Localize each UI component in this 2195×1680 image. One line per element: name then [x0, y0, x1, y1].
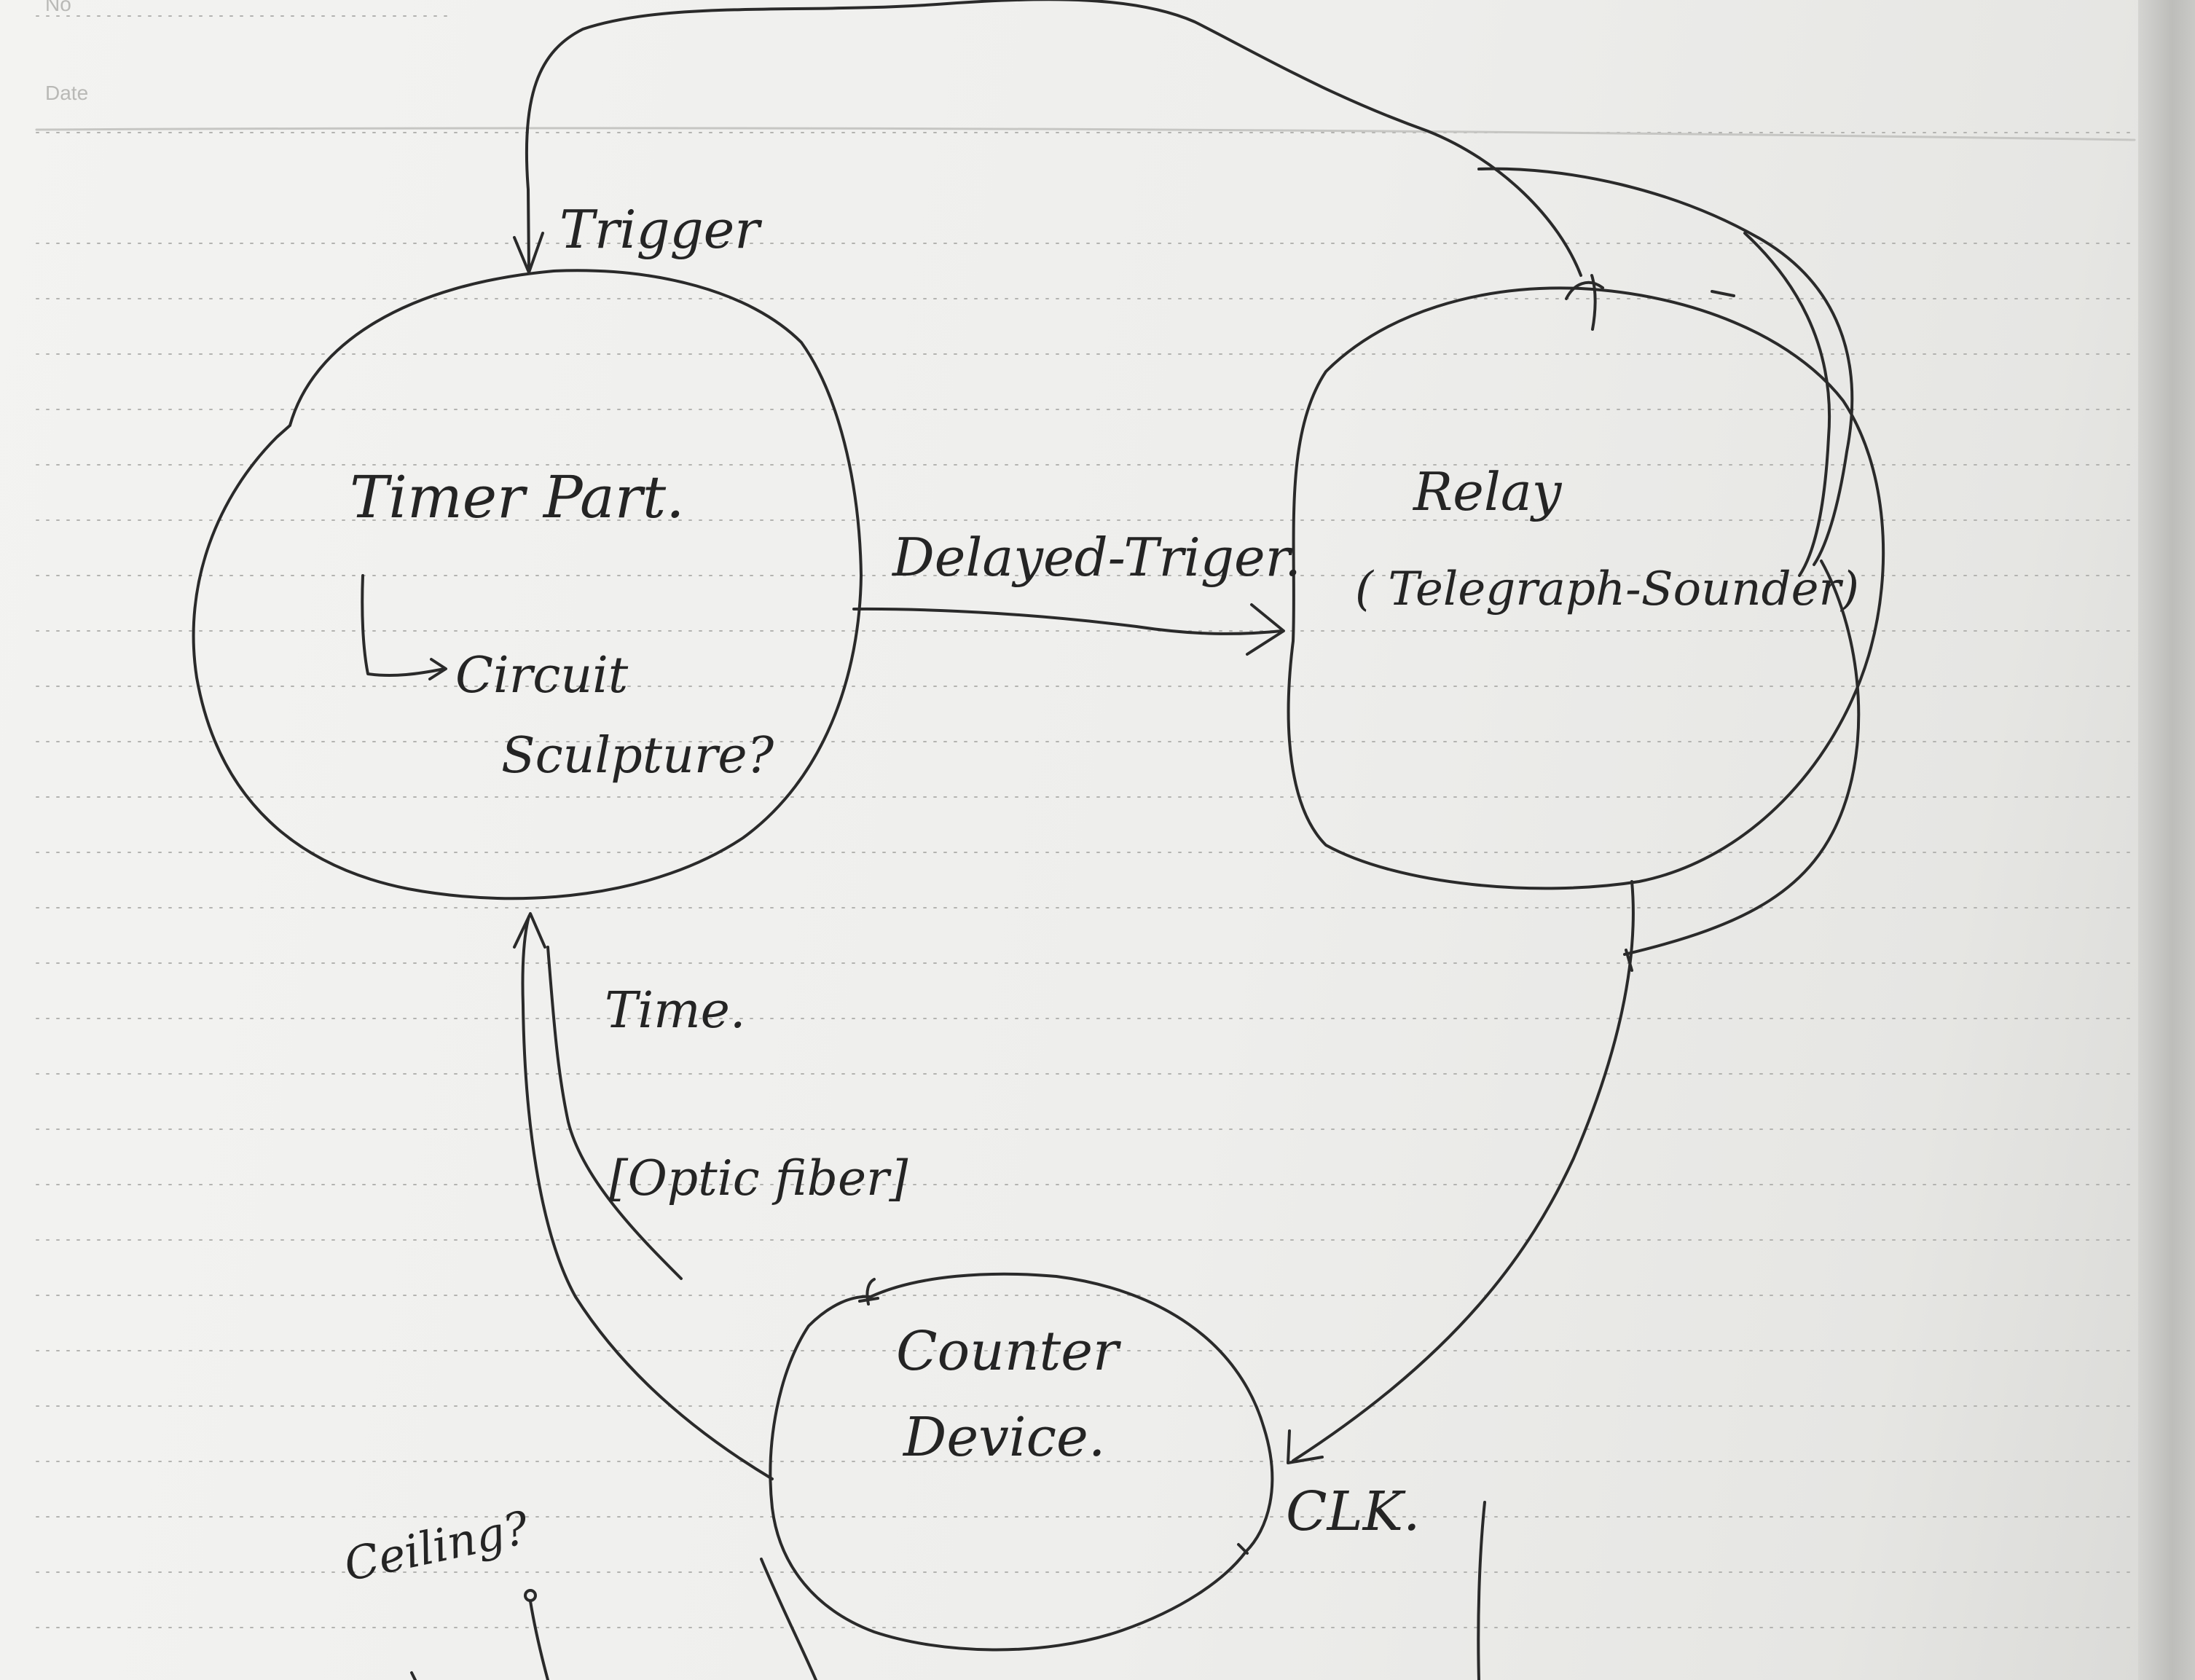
- timer-node: Timer Part. Circuit Sculpture?: [192, 269, 863, 900]
- notebook-binding: [2138, 0, 2195, 1680]
- delayed-trigger-label: Delayed-Triger.: [891, 527, 1301, 588]
- clk-arrowhead: [1287, 1429, 1324, 1464]
- date-label: Date: [45, 82, 89, 104]
- counter-tab-mark: [858, 1278, 879, 1306]
- delayed-trigger-edge: Delayed-Triger.: [852, 527, 1301, 656]
- relay-loop-strokes: [1477, 167, 1861, 956]
- counter-label-2: Device.: [902, 1406, 1105, 1469]
- delayed-trigger-arrowhead: [1246, 603, 1285, 656]
- trigger-edge: Trigger: [513, 0, 1582, 277]
- relay-label-2: ( Telegraph-Sounder): [1355, 562, 1859, 616]
- ceiling-label: Ceiling?: [339, 1501, 534, 1592]
- relay-node: Relay ( Telegraph-Sounder): [1287, 274, 1885, 890]
- trigger-label: Trigger: [559, 199, 762, 260]
- relay-circle: [1287, 286, 1885, 890]
- counter-label-1: Counter: [896, 1320, 1122, 1383]
- counter-circle: [769, 1272, 1274, 1652]
- counter-node: Counter Device.: [769, 1272, 1274, 1652]
- no-label: No: [45, 0, 71, 15]
- relay-label-1: Relay: [1412, 461, 1563, 522]
- time-arrowhead: [513, 912, 546, 949]
- time-label: Time.: [605, 982, 745, 1040]
- timer-label-3: Sculpture?: [501, 727, 774, 785]
- relay-tab-mark: [1565, 274, 1604, 331]
- clk-edge: CLK.: [1286, 880, 1635, 1543]
- ruled-lines: [35, 15, 2136, 1628]
- timer-label-2: Circuit: [455, 647, 629, 704]
- trigger-arrowhead: [513, 232, 544, 274]
- sub-item-arrow-icon: [361, 574, 447, 680]
- clk-label: CLK.: [1286, 1480, 1421, 1543]
- optic-fiber-label: [Optic fiber]: [609, 1150, 908, 1206]
- timer-label-1: Timer Part.: [350, 463, 685, 531]
- time-edge: Time. [Optic fiber]: [513, 912, 908, 1480]
- timer-circle: [192, 269, 863, 900]
